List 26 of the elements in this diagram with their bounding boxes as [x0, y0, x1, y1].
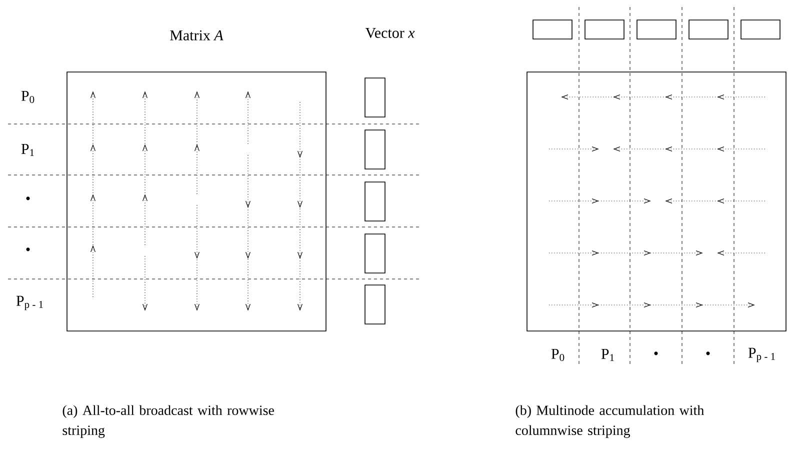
vector-block [740, 20, 780, 40]
matrix-box [526, 72, 786, 332]
process-label: P$_{1}$ [21, 144, 34, 156]
caption: (b) Multinode accumulation with columnwise striping [516, 405, 704, 438]
process-label: • [706, 352, 710, 356]
vector-block [364, 182, 386, 222]
vector-block [688, 20, 728, 40]
matrix-box: Matrix A [66, 30, 326, 332]
process-label: P$_{1}$ [601, 349, 614, 361]
process-label: • [26, 248, 30, 252]
vector-block [364, 78, 386, 118]
heading: Vector x [365, 28, 415, 38]
vector-block [364, 284, 386, 324]
caption: (a) All-to-all broadcast with rowwise striping [62, 405, 274, 438]
vector-block [532, 20, 572, 40]
vector-block [636, 20, 676, 40]
process-label: • [26, 196, 30, 200]
process-label: P$_{0}$ [551, 348, 564, 362]
process-label: • [654, 352, 658, 356]
vector-block [584, 20, 624, 40]
node-label: Matrix A [170, 30, 224, 40]
process-label: P$_{p - 1}$ [748, 348, 775, 362]
process-label: P$_{0}$ [21, 90, 34, 104]
vector-block [364, 130, 386, 170]
vector-block [364, 234, 386, 274]
process-label: P$_{p - 1}$ [16, 296, 43, 310]
